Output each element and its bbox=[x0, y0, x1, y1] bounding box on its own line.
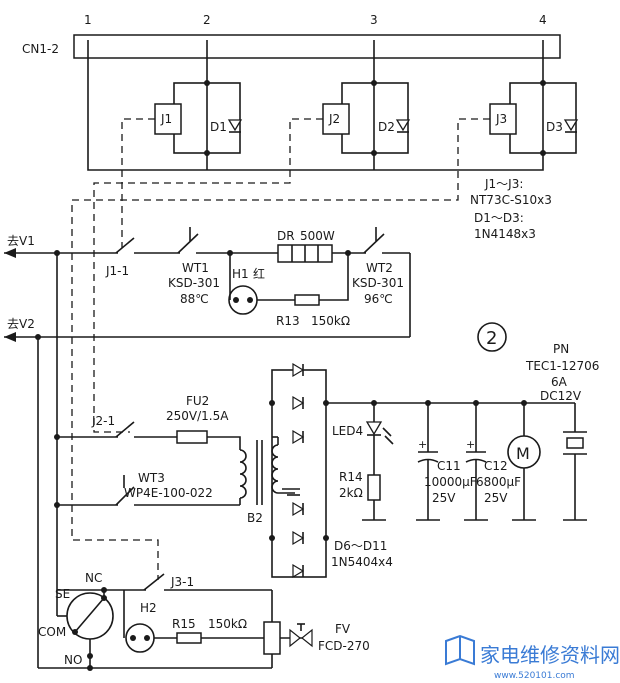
svg-text:1N4148x3: 1N4148x3 bbox=[474, 227, 536, 241]
relay-j2-label: J2 bbox=[328, 112, 340, 126]
capacitor-c12: + C12 6800μF 25V bbox=[464, 403, 521, 521]
pin-3: 3 bbox=[370, 13, 378, 27]
motor-m: M bbox=[507, 403, 541, 521]
svg-text:D6～D11: D6～D11 bbox=[334, 539, 387, 553]
svg-text:WT3: WT3 bbox=[138, 471, 165, 485]
svg-text:6800μF: 6800μF bbox=[476, 475, 521, 489]
pin-2: 2 bbox=[203, 13, 211, 27]
svg-text:150kΩ: 150kΩ bbox=[208, 617, 247, 631]
contact-j1-label: J1-1 bbox=[105, 264, 129, 278]
connector-cn1-2: CN1-2 1 2 3 4 bbox=[22, 13, 561, 59]
svg-text:D1～D3:: D1～D3: bbox=[474, 211, 524, 225]
diode-d3-label: D3 bbox=[546, 120, 563, 134]
relay-j1-label: J1 bbox=[160, 112, 172, 126]
diode-d2-label: D2 bbox=[378, 120, 395, 134]
watermark-text: 家电维修资料网 bbox=[480, 643, 620, 667]
svg-text:+: + bbox=[418, 438, 427, 451]
svg-text:1N5404x4: 1N5404x4 bbox=[331, 555, 393, 569]
relay-spec: J1～J3: NT73C-S10x3 D1～D3: 1N4148x3 bbox=[470, 177, 552, 241]
svg-text:150kΩ: 150kΩ bbox=[311, 314, 350, 328]
transformer-label: B2 bbox=[247, 511, 263, 525]
svg-text:2kΩ: 2kΩ bbox=[339, 486, 363, 500]
svg-text:250V/1.5A: 250V/1.5A bbox=[166, 409, 229, 423]
svg-text:25V: 25V bbox=[484, 491, 508, 505]
lamp-h1-branch: H1 红 R13 150kΩ bbox=[228, 253, 350, 328]
pin-1: 1 bbox=[84, 13, 92, 27]
svg-text:KSD-301: KSD-301 bbox=[352, 276, 404, 290]
svg-text:KSD-301: KSD-301 bbox=[168, 276, 220, 290]
relay-j1-block: J1 D1 bbox=[154, 80, 243, 156]
svg-text:25V: 25V bbox=[432, 491, 456, 505]
svg-text:+: + bbox=[466, 438, 475, 451]
led4-branch: LED4 R14 2kΩ bbox=[332, 403, 394, 521]
connector-label: CN1-2 bbox=[22, 42, 59, 56]
svg-text:10000μF: 10000μF bbox=[424, 475, 477, 489]
svg-text:96℃: 96℃ bbox=[364, 292, 393, 306]
contact-j2-label: J2-1 bbox=[91, 414, 115, 428]
svg-text:DR: DR bbox=[277, 229, 295, 243]
svg-text:R15: R15 bbox=[172, 617, 196, 631]
transformer-primary: J2-1 FU2 250V/1.5A B2 WT3 WP4E-100-022 bbox=[54, 394, 263, 525]
svg-text:88℃: 88℃ bbox=[180, 292, 209, 306]
lamp-h1-label: H1 bbox=[232, 267, 249, 281]
bottom-circuit: J3-1 SE NC COM NO H2 R15 150kΩ bbox=[38, 571, 370, 671]
peltier-pn: PN TEC1-12706 6A DC12V bbox=[525, 342, 599, 521]
svg-text:C11: C11 bbox=[437, 459, 461, 473]
svg-text:FU2: FU2 bbox=[186, 394, 209, 408]
pin-4: 4 bbox=[539, 13, 547, 27]
svg-text:PN: PN bbox=[553, 342, 569, 356]
svg-text:TEC1-12706: TEC1-12706 bbox=[525, 359, 599, 373]
diode-d1-label: D1 bbox=[210, 120, 227, 134]
watermark-book-icon bbox=[445, 634, 475, 666]
svg-text:NO: NO bbox=[64, 653, 82, 667]
relay-j3-block: J3 D3 bbox=[489, 80, 579, 156]
output-v2-label: 去V2 bbox=[7, 317, 35, 331]
svg-text:WT1: WT1 bbox=[182, 261, 209, 275]
svg-text:R14: R14 bbox=[339, 470, 363, 484]
svg-text:红: 红 bbox=[253, 266, 265, 281]
svg-text:C12: C12 bbox=[484, 459, 508, 473]
contact-j3-label: J3-1 bbox=[170, 575, 194, 589]
svg-text:FCD-270: FCD-270 bbox=[318, 639, 370, 653]
watermark-url: www.520101.com bbox=[494, 671, 575, 681]
svg-text:SE: SE bbox=[55, 587, 70, 601]
svg-text:COM: COM bbox=[38, 625, 66, 639]
output-v1-label: 去V1 bbox=[7, 234, 35, 248]
svg-text:FV: FV bbox=[335, 622, 351, 636]
v1-line: 去V1 J1-1 WT1 KSD-301 88℃ DR 500W WT2 KSD… bbox=[4, 227, 411, 337]
capacitor-c11: + C11 10000μF 25V bbox=[416, 403, 477, 521]
motor-label: M bbox=[516, 444, 530, 463]
bridge-rectifier: D6～D11 1N5404x4 bbox=[269, 362, 393, 579]
svg-text:WT2: WT2 bbox=[366, 261, 393, 275]
svg-text:500W: 500W bbox=[300, 229, 335, 243]
svg-text:J1～J3:: J1～J3: bbox=[484, 177, 523, 191]
svg-text:WP4E-100-022: WP4E-100-022 bbox=[124, 486, 213, 500]
v2-line: 去V2 bbox=[4, 317, 410, 342]
section-number: 2 bbox=[486, 328, 497, 349]
svg-text:6A: 6A bbox=[551, 375, 568, 389]
watermark: 家电维修资料网 www.520101.com bbox=[445, 634, 620, 681]
svg-text:R13: R13 bbox=[276, 314, 300, 328]
svg-text:DC12V: DC12V bbox=[540, 389, 582, 403]
lamp-h2-label: H2 bbox=[140, 601, 157, 615]
led4-label: LED4 bbox=[332, 424, 363, 438]
svg-text:NT73C-S10x3: NT73C-S10x3 bbox=[470, 193, 552, 207]
svg-text:NC: NC bbox=[85, 571, 102, 585]
relay-j3-label: J3 bbox=[495, 112, 507, 126]
relay-j2-block: J2 D2 bbox=[322, 80, 411, 156]
